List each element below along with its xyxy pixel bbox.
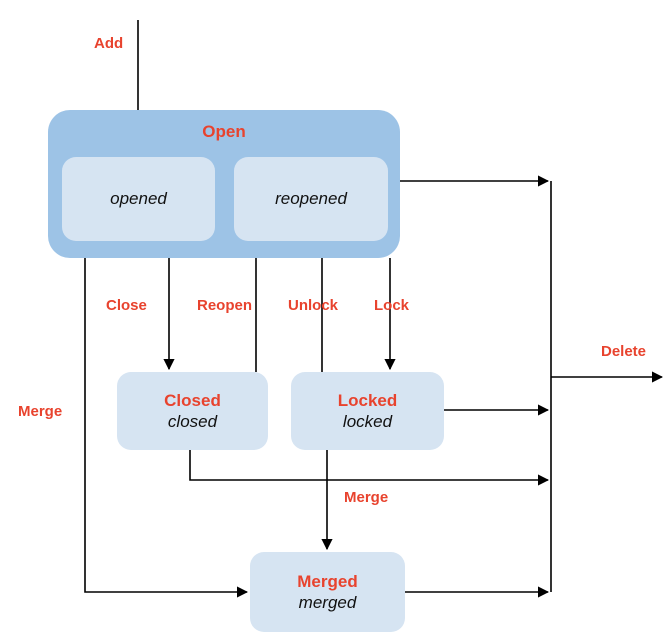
state-closed-subtitle: closed xyxy=(167,411,218,431)
edge-label-merge-left: Merge xyxy=(18,403,63,420)
state-locked-title: Locked xyxy=(337,390,398,410)
edge-label-delete: Delete xyxy=(601,343,647,360)
state-closed[interactable]: Closed closed xyxy=(117,372,268,450)
state-opened[interactable]: opened xyxy=(62,157,215,241)
state-opened-label: opened xyxy=(110,189,167,208)
edge-label-merge-center: Merge xyxy=(344,489,389,506)
state-merged-title: Merged xyxy=(297,571,358,591)
state-reopened[interactable]: reopened xyxy=(234,157,388,241)
edge-label-reopen: Reopen xyxy=(197,297,253,314)
edge-label-close: Close xyxy=(106,297,147,314)
state-locked[interactable]: Locked locked xyxy=(291,372,444,450)
state-merged-subtitle: merged xyxy=(298,592,357,612)
state-group-open-label: Open xyxy=(202,122,246,141)
edge-closed-to-delete xyxy=(189,450,550,486)
edge-label-add: Add xyxy=(94,35,124,52)
state-merged[interactable]: Merged merged xyxy=(250,552,405,632)
edge-label-lock: Lock xyxy=(374,297,410,314)
edge-label-unlock: Unlock xyxy=(288,297,339,314)
state-locked-subtitle: locked xyxy=(342,411,393,431)
state-reopened-label: reopened xyxy=(275,189,347,208)
state-closed-title: Closed xyxy=(164,390,221,410)
edge-merge-left xyxy=(84,258,249,598)
